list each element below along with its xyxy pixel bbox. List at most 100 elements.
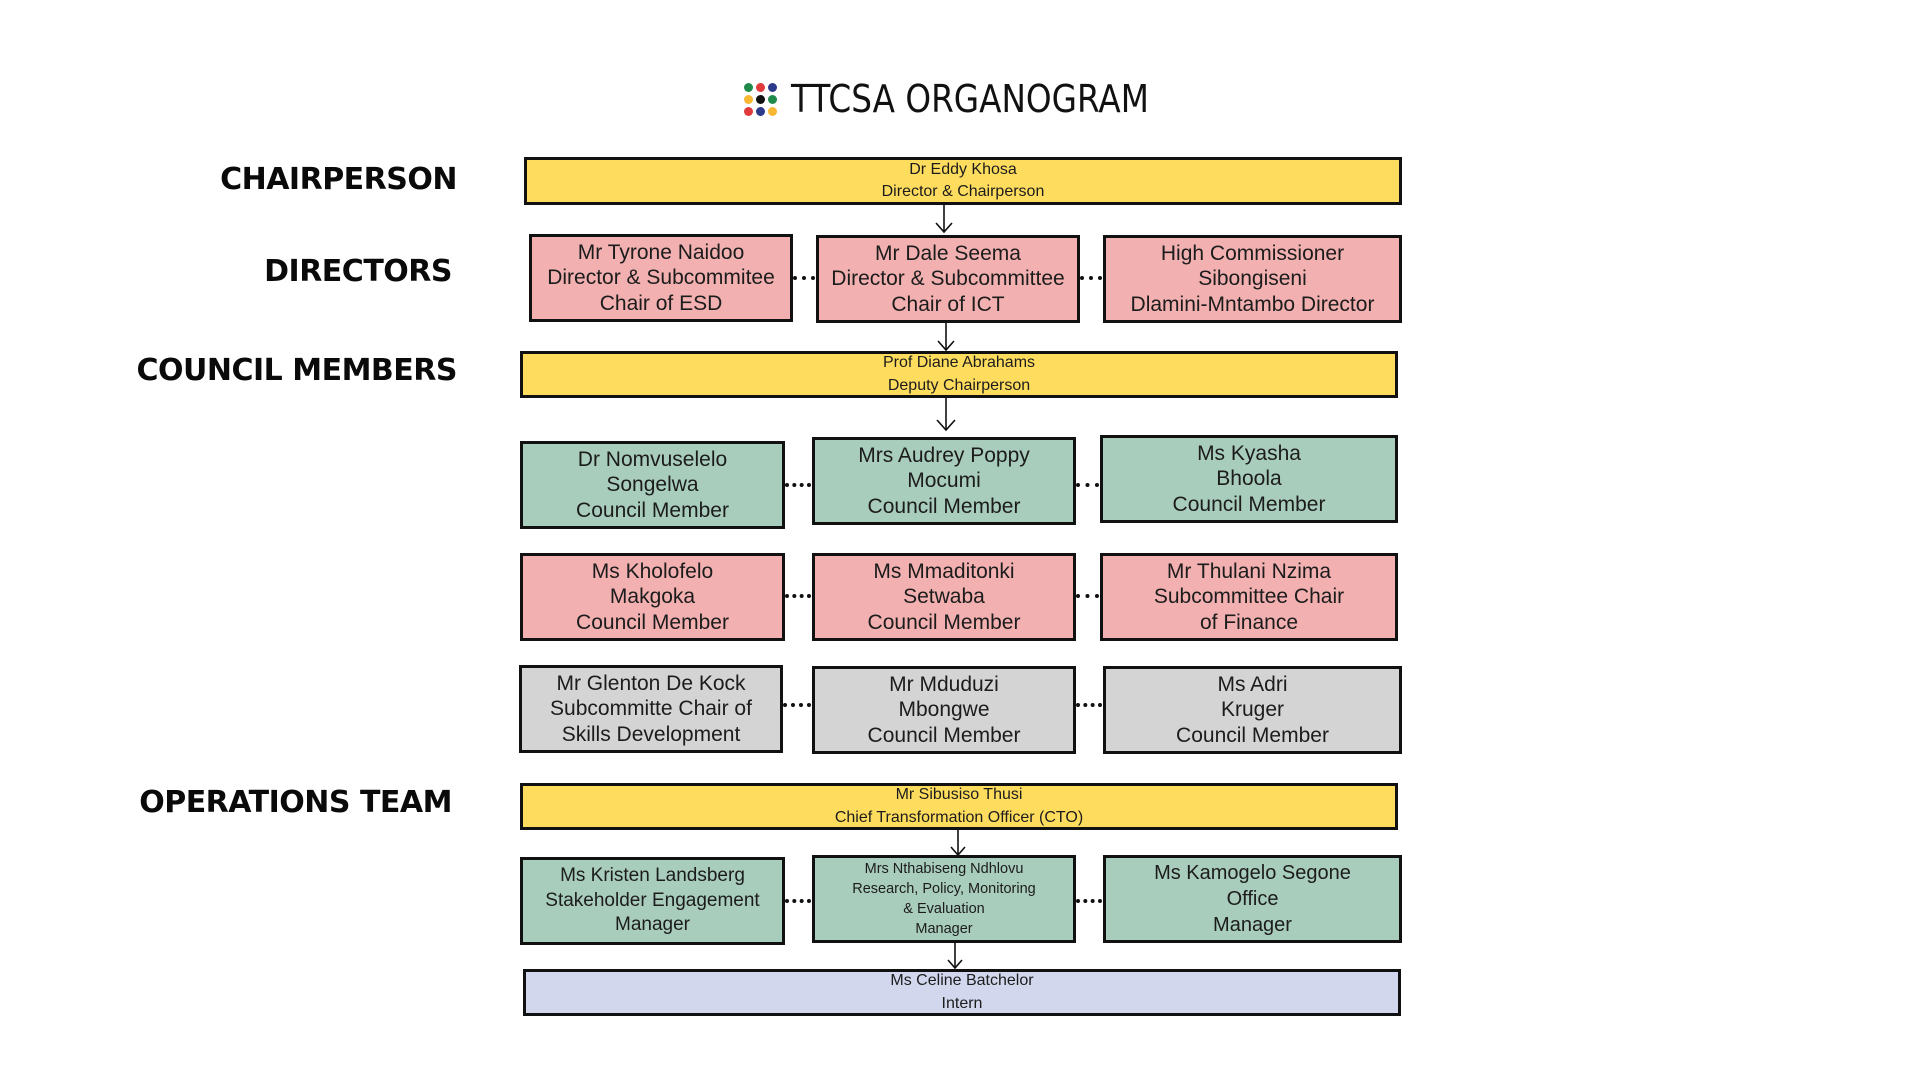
member-role: Council Member	[867, 610, 1021, 634]
member-role: Council Member	[867, 494, 1021, 518]
director-role: Chair of ESD	[599, 291, 723, 315]
member-role: Subcommitte Chair of	[550, 697, 752, 721]
cto-box: Mr Sibusiso Thusi Chief Transformation O…	[520, 783, 1398, 830]
director-name: High Commissioner	[1160, 241, 1345, 265]
dotted-connector	[785, 483, 811, 487]
dot-grid-logo-icon	[744, 82, 777, 116]
operations-member-box: Ms Kamogelo Segone Office Manager	[1103, 855, 1402, 943]
member-name: Ms Adri	[1217, 672, 1288, 696]
section-label-operations-team: OPERATIONS TEAM	[139, 785, 452, 820]
member-role: Manager	[1213, 914, 1292, 936]
logo-dot	[768, 94, 777, 104]
deputy-name: Prof Diane Abrahams	[882, 354, 1036, 372]
deputy-chairperson-box: Prof Diane Abrahams Deputy Chairperson	[520, 351, 1398, 398]
member-role: Council Member	[576, 610, 729, 634]
member-role: Council Member	[1176, 723, 1329, 747]
council-member-box: Ms Kyasha Bhoola Council Member	[1100, 435, 1398, 523]
dotted-connector	[1080, 276, 1102, 280]
director-box: Mr Dale Seema Director & Subcommittee Ch…	[816, 235, 1080, 323]
member-name: Bhoola	[1216, 467, 1282, 491]
member-name: Mbongwe	[898, 698, 990, 722]
member-name: Mr Mduduzi	[889, 672, 999, 696]
chairperson-box: Dr Eddy Khosa Director & Chairperson	[524, 157, 1402, 205]
member-name: Mocumi	[907, 469, 981, 493]
operations-member-box: Ms Kristen Landsberg Stakeholder Engagem…	[520, 857, 785, 945]
cto-role: Chief Transformation Officer (CTO)	[834, 808, 1084, 826]
member-name: Mrs Audrey Poppy	[858, 443, 1030, 467]
logo-dot	[744, 106, 753, 116]
dotted-connector	[1076, 703, 1102, 707]
member-name: Ms Mmaditonki	[873, 559, 1015, 583]
dotted-connector	[1076, 483, 1099, 487]
director-box: Mr Tyrone Naidoo Director & Subcommitee …	[529, 234, 793, 322]
member-role: & Evaluation	[903, 901, 985, 917]
logo-dot	[756, 106, 765, 116]
member-name: Dr Nomvuselelo	[577, 447, 728, 471]
dotted-connector	[785, 899, 811, 903]
member-role: Council Member	[867, 723, 1021, 747]
dotted-connector	[785, 594, 811, 598]
arrow-head-icon	[935, 222, 953, 234]
member-name: Ms Kholofelo	[591, 559, 714, 583]
arrow-head-icon	[937, 340, 955, 352]
member-name: Kruger	[1220, 698, 1285, 722]
dotted-connector	[1076, 594, 1099, 598]
member-name: Setwaba	[903, 585, 985, 609]
logo-dot	[768, 82, 777, 92]
member-role: of Finance	[1199, 610, 1299, 634]
chairperson-role: Director & Chairperson	[881, 183, 1045, 200]
director-role: Chair of ICT	[891, 292, 1005, 316]
member-role: Research, Policy, Monitoring	[852, 881, 1036, 897]
council-member-box: Mrs Audrey Poppy Mocumi Council Member	[812, 437, 1076, 525]
director-name: Sibongiseni	[1198, 267, 1307, 291]
intern-role: Intern	[941, 994, 983, 1012]
council-member-box: Mr Glenton De Kock Subcommitte Chair of …	[519, 665, 783, 753]
logo-dot	[768, 106, 777, 116]
council-member-box: Dr Nomvuselelo Songelwa Council Member	[520, 441, 785, 529]
logo-dot	[756, 82, 765, 92]
dotted-connector	[793, 276, 815, 280]
director-name: Mr Tyrone Naidoo	[577, 240, 745, 264]
logo-dot	[744, 94, 753, 104]
arrow-head-icon	[950, 846, 966, 857]
member-name: Mr Glenton De Kock	[556, 671, 746, 695]
logo-dot	[756, 94, 765, 104]
director-role: Dlamini-Mntambo Director	[1130, 292, 1375, 316]
member-role: Skills Development	[561, 722, 741, 746]
member-role: Subcommittee Chair	[1153, 585, 1345, 609]
council-member-box: Ms Kholofelo Makgoka Council Member	[520, 553, 785, 641]
arrow-head-icon	[936, 419, 956, 432]
council-member-box: Ms Adri Kruger Council Member	[1103, 666, 1402, 754]
member-name: Ms Kyasha	[1197, 441, 1301, 465]
director-name: Mr Dale Seema	[875, 241, 1021, 265]
director-role: Director & Subcommittee	[831, 267, 1065, 291]
section-label-directors: DIRECTORS	[264, 254, 452, 289]
operations-member-box: Mrs Nthabiseng Ndhlovu Research, Policy,…	[812, 855, 1076, 943]
member-role: Council Member	[576, 498, 729, 522]
dotted-connector	[1076, 899, 1102, 903]
council-member-box: Mr Mduduzi Mbongwe Council Member	[812, 666, 1076, 754]
member-name: Makgoka	[609, 585, 696, 609]
member-role: Manager	[915, 921, 973, 937]
director-box: High Commissioner Sibongiseni Dlamini-Mn…	[1103, 235, 1402, 323]
deputy-role: Deputy Chairperson	[887, 376, 1031, 394]
council-member-box: Mr Thulani Nzima Subcommittee Chair of F…	[1100, 553, 1398, 641]
arrow-head-icon	[947, 959, 963, 970]
section-label-council-members: COUNCIL MEMBERS	[136, 353, 458, 388]
intern-name: Ms Celine Batchelor	[890, 972, 1034, 990]
cto-name: Mr Sibusiso Thusi	[895, 786, 1023, 804]
page-title: TTCSA ORGANOGRAM	[791, 77, 1149, 121]
member-role: Manager	[615, 914, 690, 936]
logo-dot	[744, 82, 753, 92]
member-role: Stakeholder Engagement	[545, 889, 760, 911]
chairperson-name: Dr Eddy Khosa	[909, 160, 1017, 178]
header: TTCSA ORGANOGRAM	[744, 77, 1207, 121]
council-member-box: Ms Mmaditonki Setwaba Council Member	[812, 553, 1076, 641]
member-name: Ms Kamogelo Segone	[1154, 862, 1351, 884]
member-name: Songelwa	[606, 473, 699, 497]
member-role: Office	[1226, 888, 1279, 910]
dotted-connector	[783, 703, 811, 707]
member-role: Council Member	[1172, 492, 1326, 516]
intern-box: Ms Celine Batchelor Intern	[523, 969, 1401, 1016]
member-name: Mr Thulani Nzima	[1166, 559, 1332, 583]
